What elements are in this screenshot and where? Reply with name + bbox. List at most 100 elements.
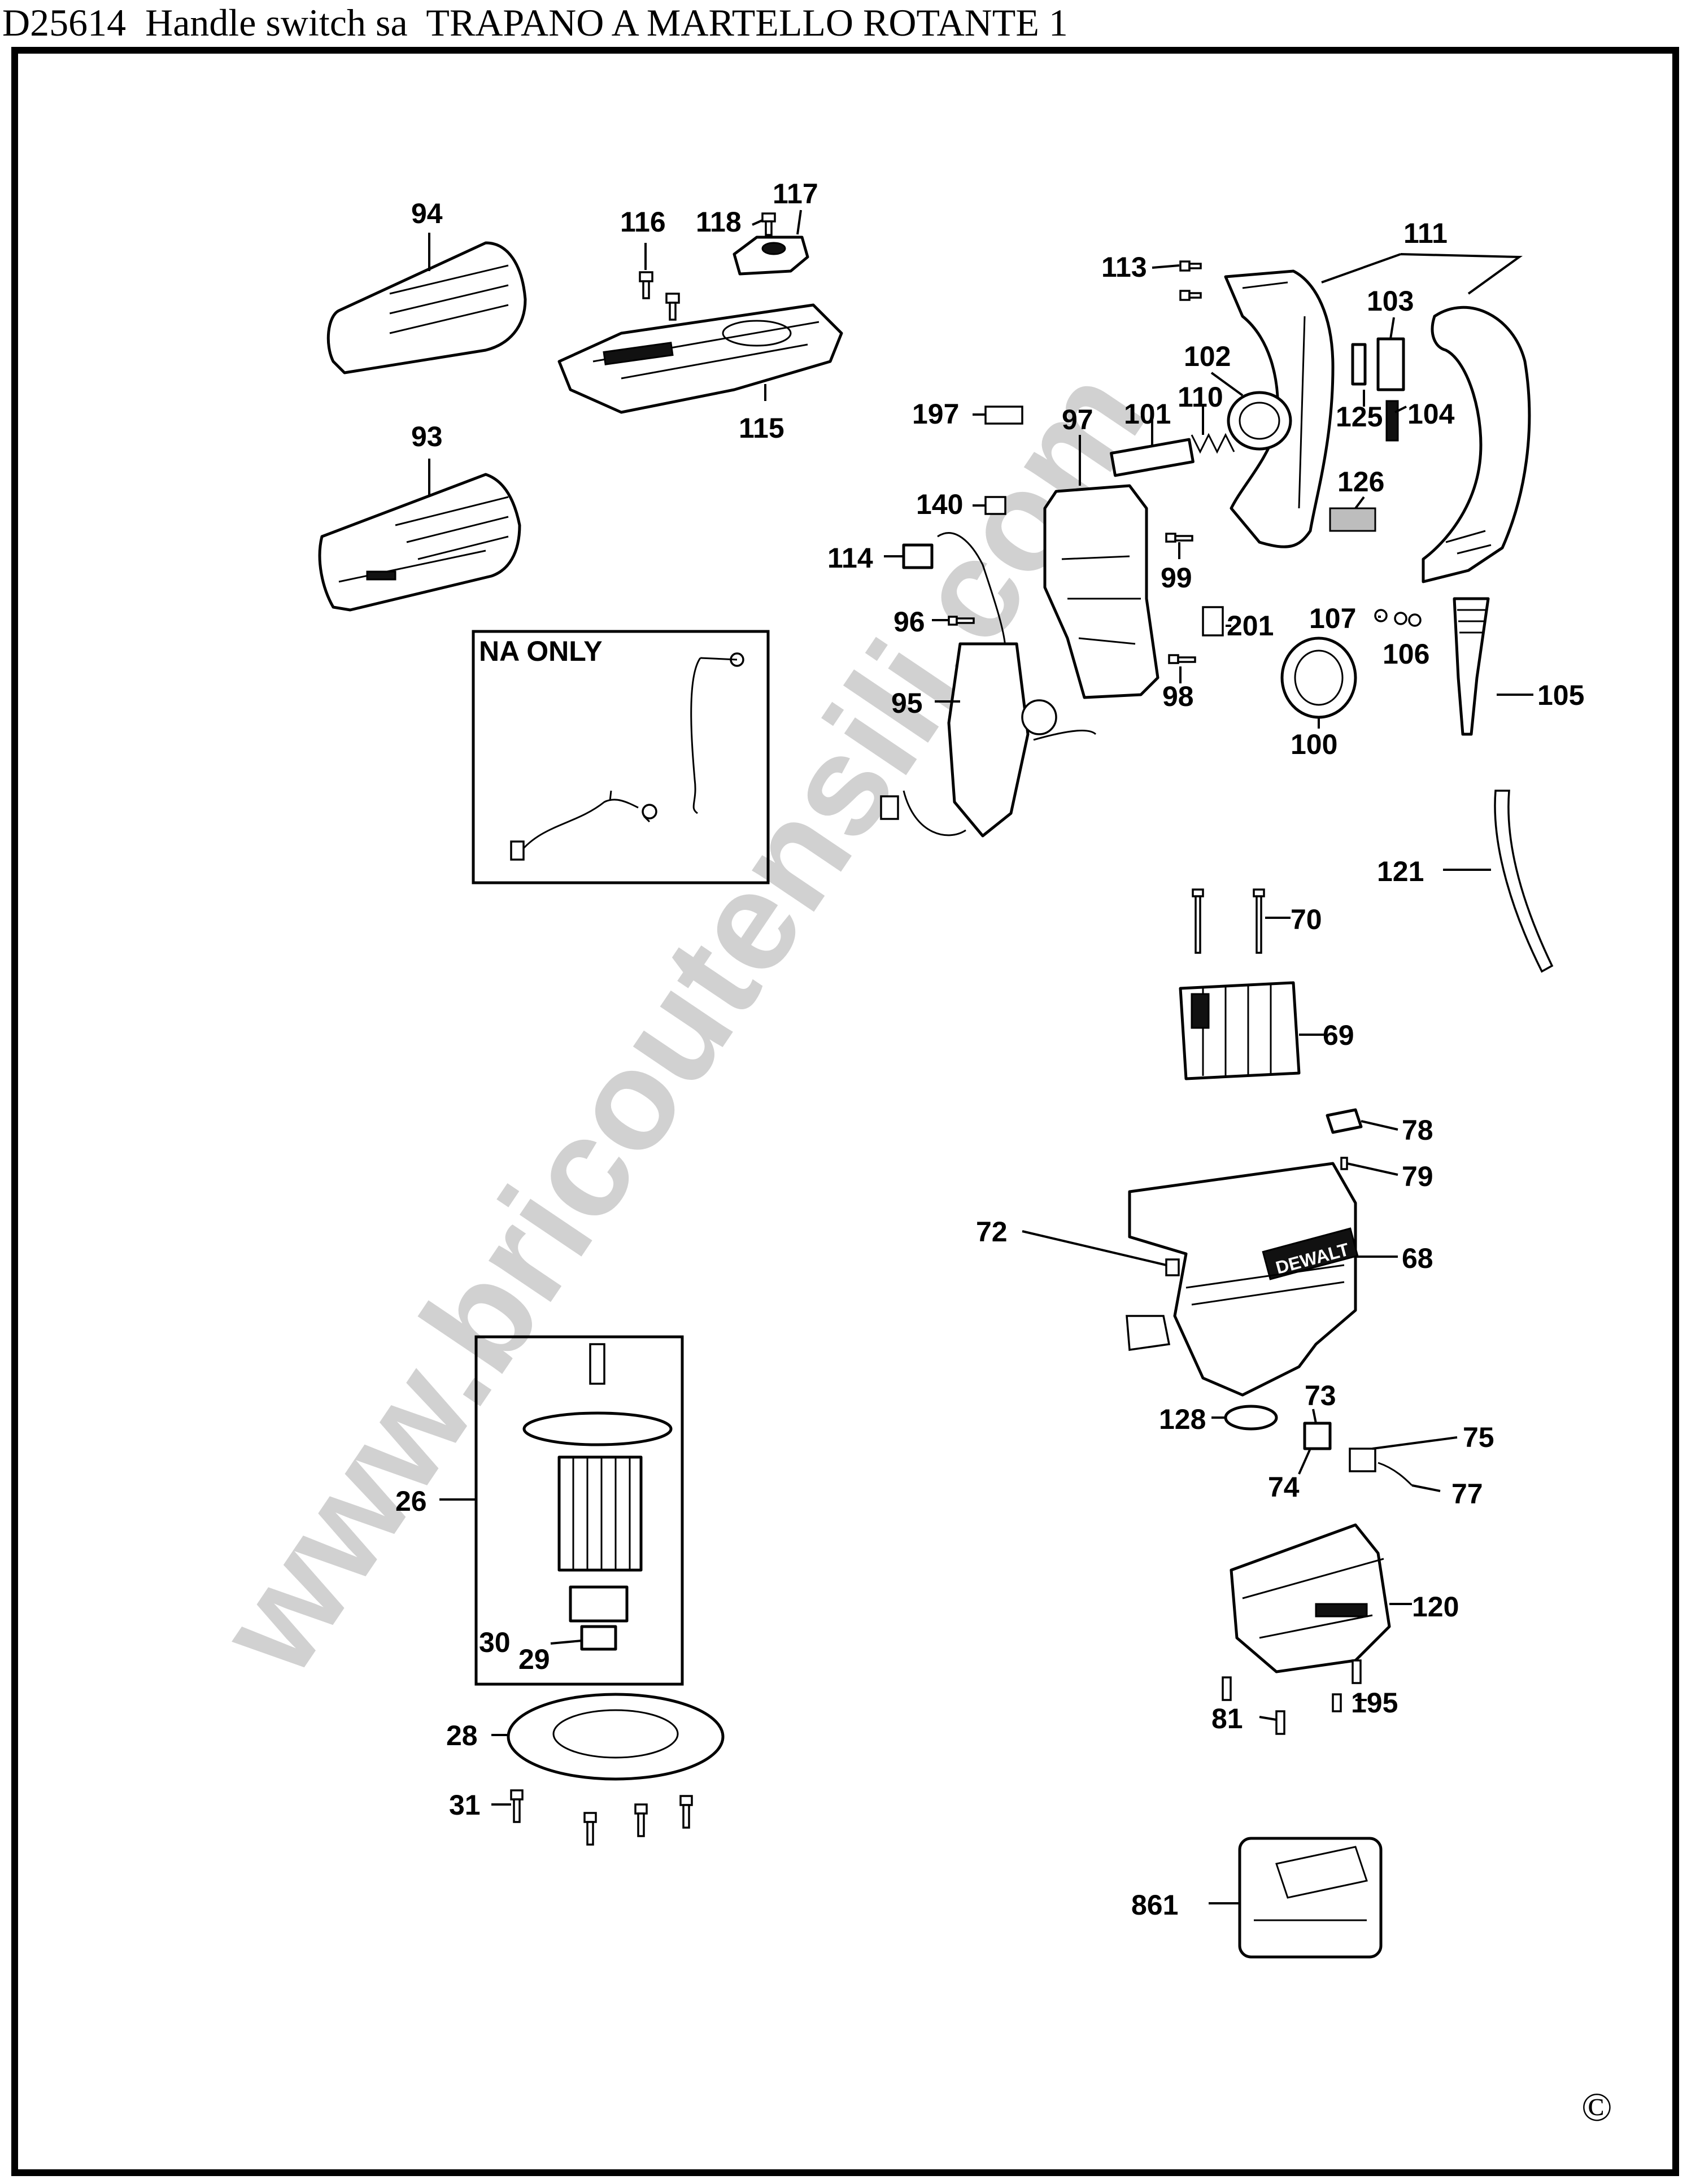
- part-101-sleeve: [1110, 438, 1195, 477]
- part-120-gear-housing: [1230, 1523, 1391, 1673]
- label-26: 26: [395, 1485, 427, 1517]
- part-105-cord-guard: [1453, 597, 1490, 736]
- part-117-knob: [733, 236, 809, 276]
- label-140: 140: [916, 489, 963, 520]
- na-only-label: NA ONLY: [479, 635, 603, 667]
- part-81-195-screws: [1222, 1659, 1362, 1735]
- label-97: 97: [1062, 404, 1093, 435]
- na-only-box: NA ONLY: [472, 630, 770, 884]
- label-75: 75: [1463, 1422, 1494, 1453]
- part-78: [1326, 1108, 1363, 1134]
- label-72: 72: [976, 1216, 1008, 1248]
- label-28: 28: [446, 1720, 478, 1751]
- label-117: 117: [773, 178, 818, 210]
- label-93: 93: [411, 421, 443, 452]
- part-116-screws: [639, 271, 680, 321]
- part-102-seat: [1227, 391, 1292, 451]
- label-77: 77: [1451, 1478, 1483, 1510]
- label-73: 73: [1305, 1380, 1336, 1411]
- part-104: [1385, 400, 1399, 442]
- part-68-motor-housing: DEWALT: [1128, 1162, 1359, 1397]
- part-labels: 94 93 116 118 117 115 113 111 103 102 19…: [395, 178, 1584, 1921]
- part-128-ring: [1224, 1405, 1278, 1431]
- label-94: 94: [411, 198, 443, 229]
- part-97-frame: [1043, 484, 1159, 699]
- part-111-handle: [1422, 306, 1531, 583]
- copyright-symbol: ©: [1581, 2085, 1612, 2130]
- label-861: 861: [1131, 1889, 1178, 1921]
- label-98: 98: [1162, 681, 1194, 712]
- part-861-case: [1238, 1837, 1383, 1959]
- part-121-cord: [1494, 790, 1554, 973]
- part-115-top-housing: [557, 303, 843, 414]
- label-120: 120: [1412, 1591, 1459, 1623]
- label-113: 113: [1101, 251, 1147, 283]
- label-103: 103: [1367, 285, 1414, 317]
- part-73-74: [1303, 1422, 1332, 1450]
- part-75-77: [1349, 1448, 1413, 1486]
- label-95: 95: [891, 687, 923, 719]
- label-69: 69: [1323, 1019, 1354, 1051]
- label-107: 107: [1309, 603, 1356, 634]
- label-79: 79: [1402, 1161, 1433, 1192]
- part-113-screws: [1179, 260, 1202, 301]
- label-125: 125: [1336, 401, 1383, 433]
- label-115: 115: [739, 412, 784, 444]
- part-110-spring: [1191, 433, 1235, 454]
- part-28-flange: [507, 1693, 725, 1781]
- armature-box: [474, 1335, 684, 1686]
- label-197: 197: [912, 398, 959, 430]
- label-118: 118: [696, 206, 742, 238]
- label-195: 195: [1351, 1687, 1398, 1719]
- drawing-frame: [11, 47, 1679, 2176]
- label-114: 114: [827, 542, 873, 574]
- label-106: 106: [1383, 638, 1429, 670]
- label-101: 101: [1124, 398, 1171, 430]
- label-31: 31: [449, 1789, 481, 1821]
- label-126: 126: [1337, 466, 1384, 498]
- label-116: 116: [620, 206, 666, 238]
- part-99-screw: [1165, 533, 1193, 543]
- part-125: [1351, 343, 1367, 386]
- part-118-screw: [761, 212, 776, 236]
- part-140: [984, 496, 1006, 515]
- label-111: 111: [1403, 217, 1448, 249]
- part-94-cover: [326, 241, 527, 374]
- part-72: [1165, 1258, 1180, 1276]
- label-104: 104: [1407, 398, 1455, 430]
- label-74: 74: [1268, 1471, 1300, 1503]
- label-102: 102: [1184, 341, 1231, 372]
- label-78: 78: [1402, 1114, 1433, 1146]
- label-105: 105: [1537, 679, 1584, 711]
- part-107-106: [1374, 609, 1422, 627]
- part-96-screw: [948, 616, 975, 626]
- part-98-screw: [1168, 654, 1196, 664]
- label-81: 81: [1211, 1703, 1243, 1734]
- part-114-switch: [902, 532, 1006, 650]
- part-197: [984, 406, 1023, 425]
- part-bracket: [1126, 1315, 1171, 1351]
- part-201: [1202, 606, 1224, 637]
- label-110: 110: [1178, 381, 1223, 413]
- part-103-switch: [1376, 337, 1405, 391]
- part-31-screws: [510, 1789, 693, 1846]
- label-30: 30: [479, 1627, 511, 1658]
- part-100-grommet: [1280, 637, 1357, 719]
- part-93-cover: [318, 473, 521, 612]
- part-70-screws: [1192, 888, 1265, 954]
- part-126: [1329, 507, 1376, 532]
- label-68: 68: [1402, 1243, 1433, 1274]
- label-121: 121: [1377, 856, 1424, 887]
- label-100: 100: [1291, 729, 1337, 760]
- page-title: D25614 Handle switch sa TRAPANO A MARTEL…: [2, 1, 1068, 44]
- label-201: 201: [1227, 610, 1274, 642]
- label-128: 128: [1159, 1403, 1206, 1435]
- part-79: [1340, 1157, 1348, 1170]
- part-69-stator: [1179, 981, 1301, 1080]
- label-96: 96: [893, 606, 925, 638]
- label-70: 70: [1291, 904, 1322, 935]
- label-29: 29: [518, 1644, 550, 1675]
- part-95-switch: [880, 642, 1097, 838]
- part-26-armature: [522, 1343, 673, 1651]
